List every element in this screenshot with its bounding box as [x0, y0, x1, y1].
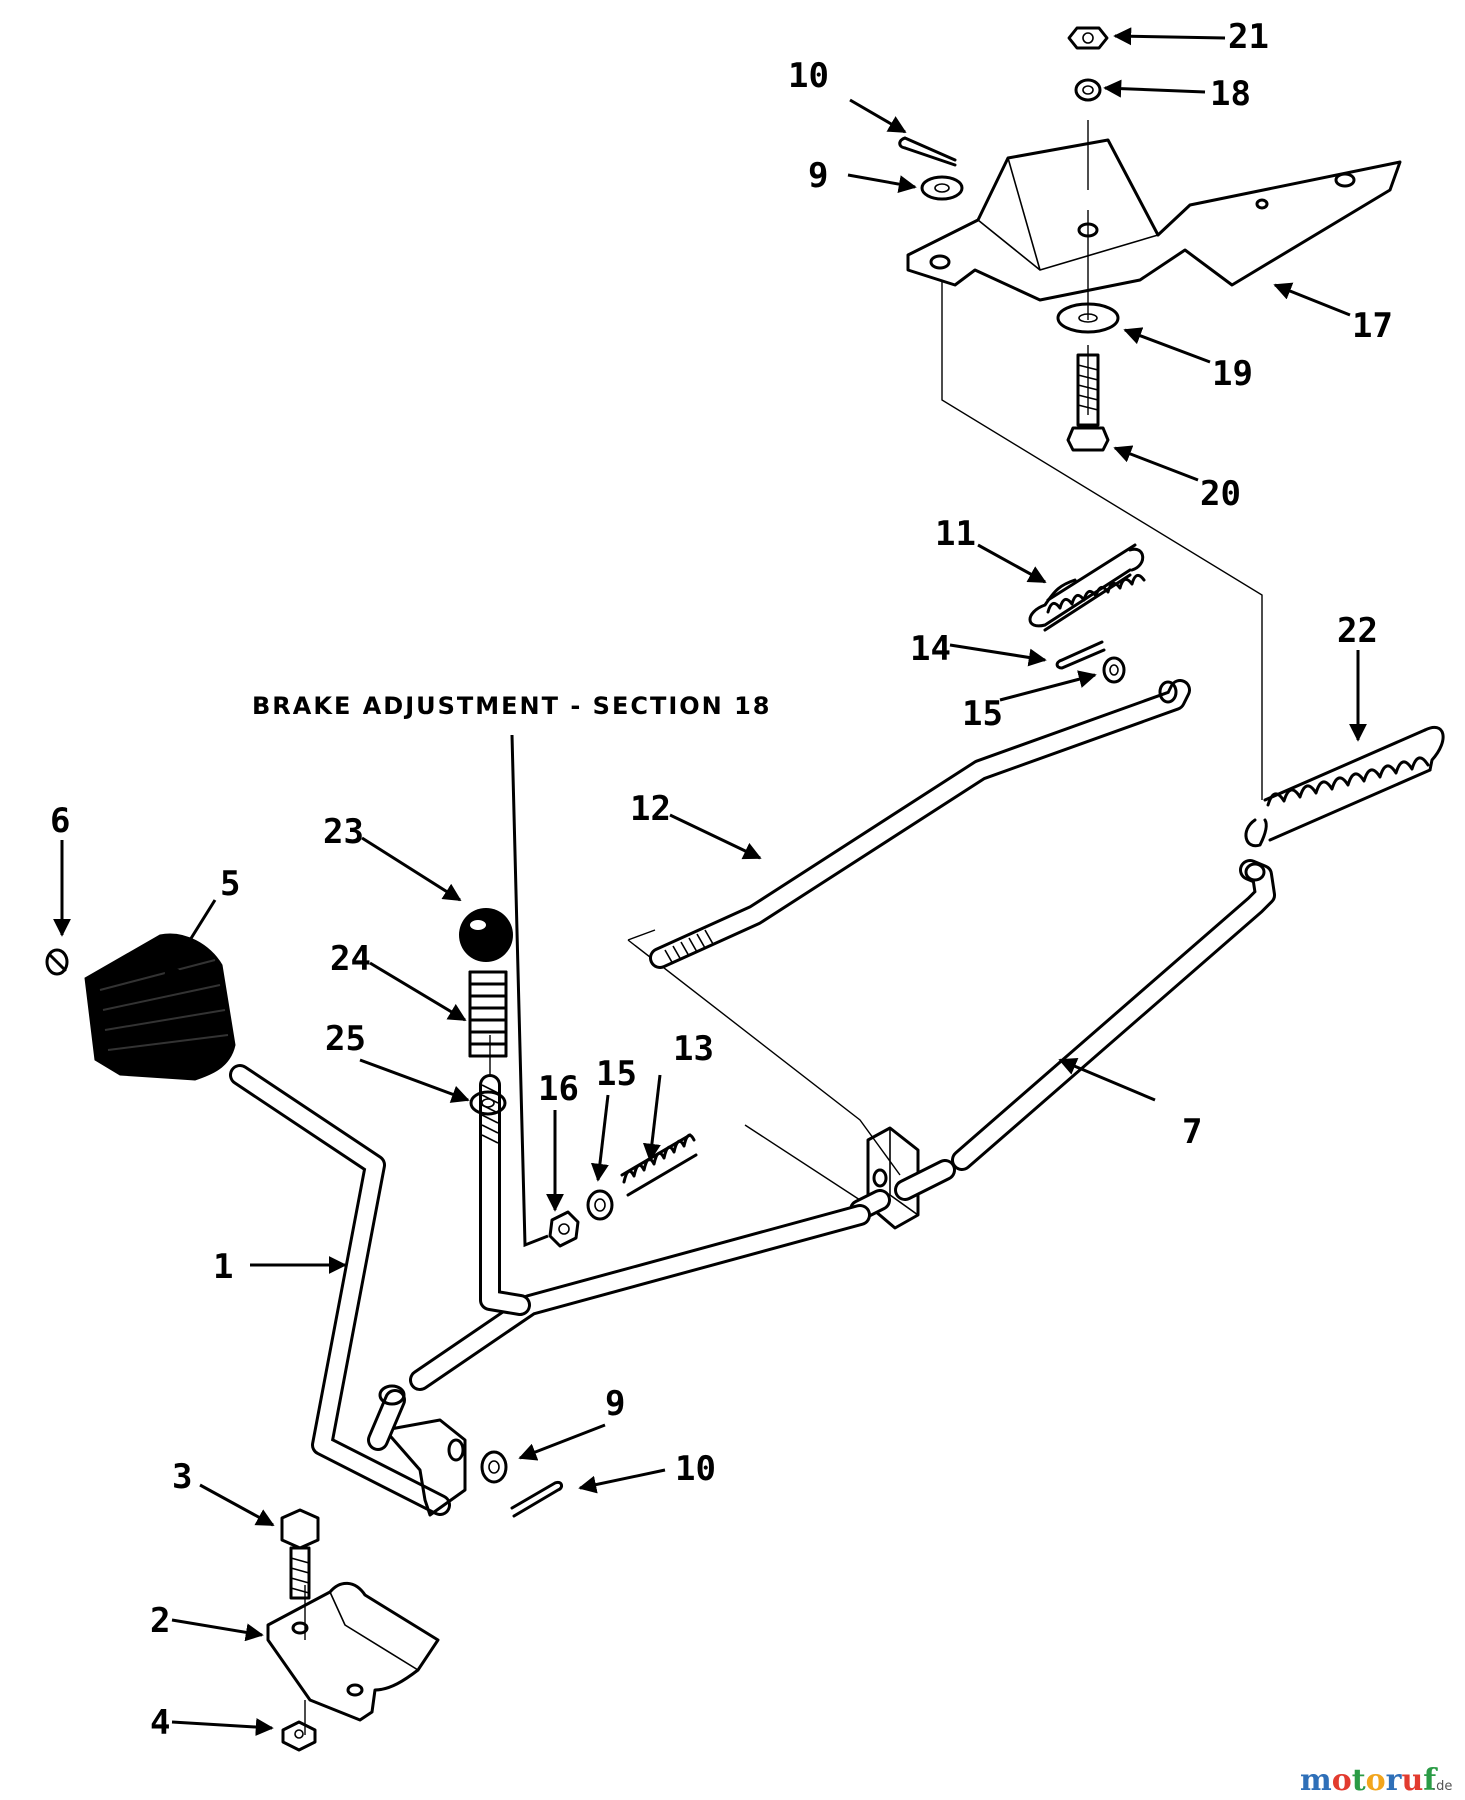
watermark-logo: motoruf .de	[1300, 1763, 1452, 1798]
wm-letter-u: u	[1401, 1763, 1423, 1798]
callout-13: 13	[673, 1029, 714, 1069]
retaining-clip	[45, 948, 69, 976]
callout-10-lower: 10	[675, 1449, 716, 1489]
callout-21: 21	[1228, 17, 1269, 57]
pedal-shaft	[229, 1064, 467, 1517]
callout-12: 12	[630, 789, 671, 829]
callout-arrows	[53, 27, 1367, 1737]
callout-18: 18	[1210, 74, 1251, 114]
callout-1: 1	[213, 1247, 233, 1287]
wm-letter-f: f	[1423, 1763, 1438, 1798]
pedal-bracket	[266, 1581, 440, 1722]
callout-23: 23	[323, 812, 364, 852]
wm-letter-t: t	[1352, 1763, 1366, 1798]
callout-3: 3	[172, 1457, 192, 1497]
callout-4: 4	[150, 1703, 170, 1743]
cotter-pin-mid	[1055, 640, 1106, 670]
callout-11: 11	[935, 514, 976, 554]
brake-rod	[649, 679, 1191, 969]
flat-washer-top	[920, 175, 964, 201]
knob-washer	[469, 1090, 507, 1116]
wm-letter-o1: o	[1332, 1763, 1352, 1798]
washer-lower	[480, 1450, 508, 1484]
callout-9-lower: 9	[605, 1384, 625, 1424]
callout-24: 24	[330, 939, 371, 979]
wm-letter-r: r	[1386, 1763, 1403, 1798]
hex-bolt-lower	[280, 1508, 320, 1600]
pivot-plate	[849, 1126, 956, 1230]
hex-nut-lower	[281, 1720, 317, 1752]
callout-5: 5	[220, 864, 240, 904]
cotter-pin-top	[898, 136, 957, 167]
callout-2: 2	[150, 1601, 170, 1641]
brake-spring	[620, 1133, 698, 1197]
wm-suffix: .de	[1432, 1779, 1452, 1794]
brake-lever-rod	[409, 1074, 871, 1391]
callout-6: 6	[50, 801, 70, 841]
callout-25: 25	[325, 1019, 366, 1059]
cotter-pin-lower	[510, 1480, 564, 1518]
wm-letter-o2: o	[1366, 1763, 1386, 1798]
extension-spring-large	[1244, 725, 1445, 848]
callout-20: 20	[1200, 474, 1241, 514]
lock-washer-top	[1074, 78, 1102, 102]
adjust-washer	[586, 1189, 614, 1221]
callout-15-lower: 15	[596, 1054, 637, 1094]
brake-adjustment-note: BRAKE ADJUSTMENT - SECTION 18	[252, 692, 772, 720]
callout-labels: 21 18 10 9 17 19 20 11 14 15 22 12 23 24…	[50, 17, 1393, 1743]
callout-19: 19	[1212, 354, 1253, 394]
mounting-bracket	[906, 138, 1402, 302]
washer-mid	[1102, 656, 1126, 684]
hex-bolt-top	[1066, 353, 1110, 452]
callout-10-top: 10	[788, 56, 829, 96]
callout-16: 16	[538, 1069, 579, 1109]
callout-15-upper: 15	[962, 694, 1003, 734]
callout-7: 7	[1182, 1112, 1202, 1152]
linkage-rod	[951, 859, 1276, 1171]
large-washer	[1056, 302, 1120, 334]
return-spring-upper	[1028, 543, 1146, 632]
callout-9-top: 9	[808, 156, 828, 196]
hex-nut-top	[1067, 26, 1109, 50]
wm-letter-m: m	[1300, 1763, 1332, 1798]
knob	[459, 908, 513, 962]
pedal-pad	[84, 933, 236, 1081]
callout-17: 17	[1352, 306, 1393, 346]
svg-text:motoruf: motoruf	[1300, 1763, 1438, 1798]
callout-14: 14	[910, 629, 951, 669]
callout-22: 22	[1337, 611, 1378, 651]
alignment-lines	[304, 120, 1263, 1735]
adjust-nut	[548, 1210, 580, 1248]
brake-adjustment-leader	[510, 734, 549, 1248]
knob-spring	[468, 970, 508, 1058]
